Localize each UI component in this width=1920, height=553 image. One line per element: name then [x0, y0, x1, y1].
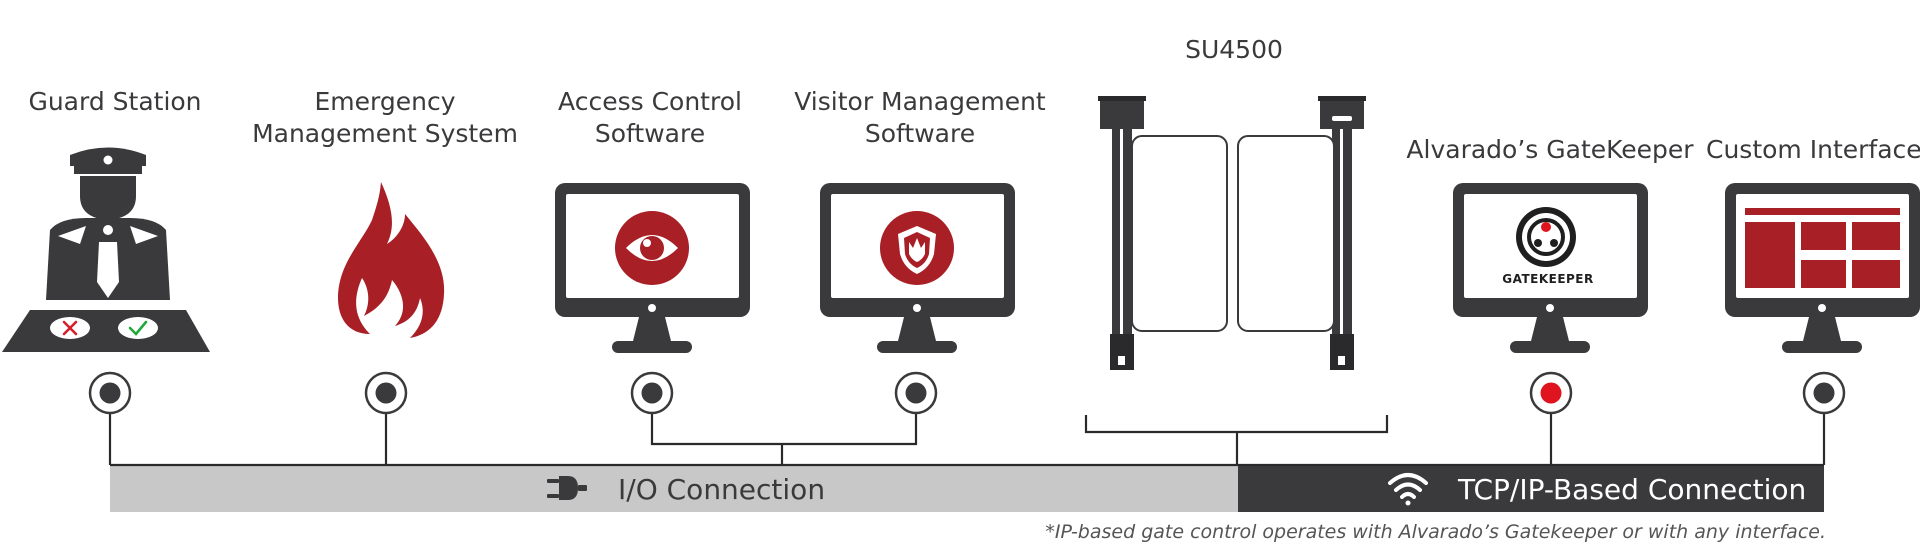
label-visitor-management: Visitor Management Software [790, 86, 1050, 150]
label-line: Custom Interface [1706, 135, 1920, 164]
layout-grid-icon [1745, 208, 1900, 288]
label-line: Alvarado’s GateKeeper [1406, 135, 1694, 164]
monitor-visitor-management [820, 183, 1015, 353]
swing-gate-icon [1098, 96, 1366, 370]
tcpip-connection-bar [1238, 465, 1824, 512]
io-connection-bar [110, 465, 1238, 512]
gatekeeper-logo-text: GateKeeper [1502, 272, 1594, 286]
label-line: Software [594, 119, 706, 148]
tcpip-connection-label: TCP/IP-Based Connection [1458, 473, 1807, 506]
monitor-custom-interface [1725, 183, 1920, 353]
label-line: Emergency [314, 87, 456, 116]
connector-lines [108, 413, 1826, 467]
monitor-access-control [555, 183, 750, 353]
monitor-gatekeeper [1453, 183, 1648, 353]
label-line: Visitor Management [794, 87, 1046, 116]
label-line: Software [864, 119, 976, 148]
label-gatekeeper: Alvarado’s GateKeeper [1400, 134, 1700, 166]
eye-icon [615, 211, 689, 285]
label-line: SU4500 [1185, 35, 1283, 64]
label-custom-interface: Custom Interface [1706, 134, 1920, 166]
fire-icon [338, 182, 445, 338]
node-gatekeeper [1529, 371, 1573, 415]
footnote: *IP-based gate control operates with Alv… [1045, 521, 1826, 543]
label-line: Access Control [558, 87, 742, 116]
guard-station-icon [2, 147, 210, 352]
node-custom [1802, 371, 1846, 415]
label-emergency-management: Emergency Management System [250, 86, 520, 150]
label-su4500: SU4500 [1134, 34, 1334, 66]
label-guard-station: Guard Station [20, 86, 210, 118]
wifi-icon [1388, 473, 1428, 506]
label-access-control: Access Control Software [530, 86, 770, 150]
label-line: Management System [252, 119, 518, 148]
node-vms [894, 371, 938, 415]
shield-icon [880, 211, 954, 285]
node-ems [364, 371, 408, 415]
label-line: Guard Station [28, 87, 202, 116]
node-acs [630, 371, 674, 415]
io-connection-label: I/O Connection [618, 473, 826, 506]
node-guard [88, 371, 132, 415]
plug-icon [547, 476, 587, 500]
gatekeeper-logo-icon [1516, 207, 1576, 267]
